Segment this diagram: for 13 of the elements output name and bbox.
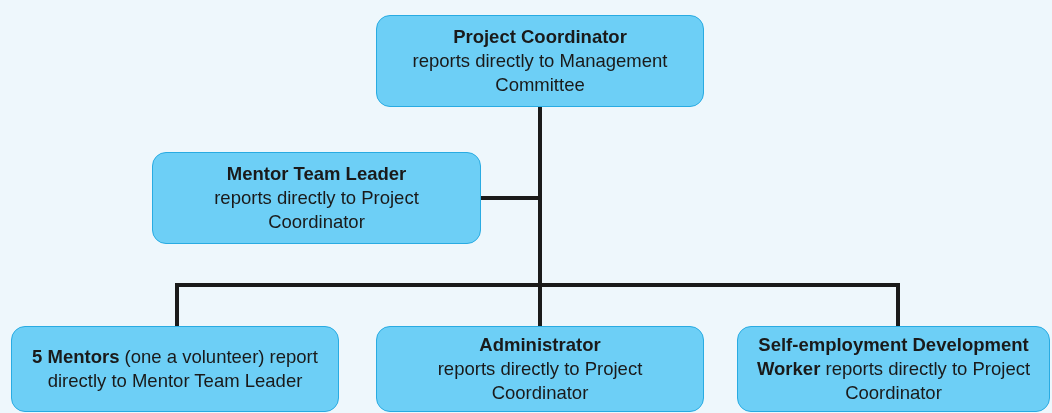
role-box [737,326,1050,412]
role-box [376,15,704,107]
role-title: Project Coordinator [453,25,627,49]
role-box [152,152,481,244]
role-title: Administrator [479,333,601,357]
role-description: reports directly to Project Coordinator [436,357,644,405]
role-description: reports directly to Project Coordinator [213,186,420,234]
role-box [11,326,339,412]
role-description: reports directly to Management Committee [411,49,669,97]
role-box [376,326,704,412]
role-description: Self-employment Development Worker reports directly to Project Coordinator [756,333,1031,405]
role-description: 5 Mentors (one a volunteer) report directly to Mentor Team Leader [31,345,319,393]
role-title: Mentor Team Leader [226,162,407,186]
